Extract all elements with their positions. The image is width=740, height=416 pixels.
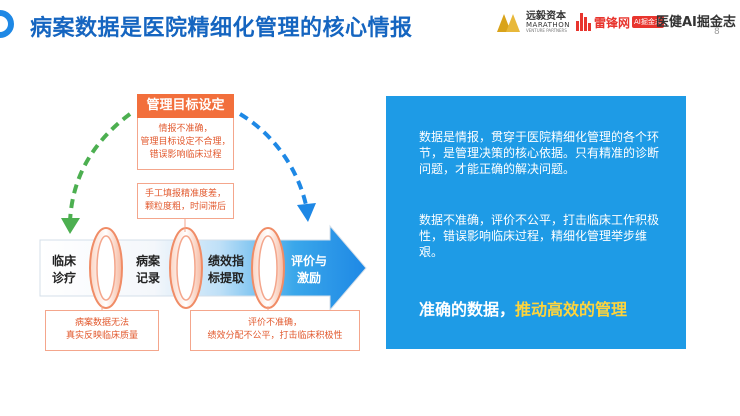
goal-note-line: 管理目标设定不合理， bbox=[140, 137, 231, 147]
page-number: 8 bbox=[714, 27, 720, 37]
panel-paragraph-1: 数据是情报，贯穿于医院精细化管理的各个环节，是管理决策的核心依据。只有精准的诊断… bbox=[419, 130, 660, 176]
goal-note-line: 情报不准确， bbox=[158, 124, 213, 134]
leifeng-logo-cn: 雷锋网 bbox=[594, 15, 631, 30]
marathon-logo-cn: 远毅资本 bbox=[526, 10, 566, 22]
ring-2 bbox=[169, 227, 203, 309]
step-indicator-extraction: 绩效指 标提取 bbox=[198, 253, 254, 287]
bottom-right-note: 评价不准确， 绩效分配不公平，打击临床积极性 bbox=[190, 310, 360, 351]
step-medical-record: 病案 记录 bbox=[128, 253, 168, 287]
step-evaluation-incentive: 评价与 激励 bbox=[286, 253, 332, 287]
marathon-logo-sub: VENTURE PARTNERS bbox=[526, 27, 567, 33]
panel-paragraph-2: 数据不准确，评价不公平，打击临床工作积极性，错误影响临床过程，精细化管理举步维艰… bbox=[419, 213, 660, 259]
marathon-logo-icon bbox=[497, 12, 523, 32]
goal-setting-label: 管理目标设定 bbox=[137, 94, 234, 118]
ring-1 bbox=[89, 227, 123, 309]
leifeng-logo: 雷锋网 AI掘金志 bbox=[576, 11, 664, 33]
record-note: 手工填报精准度差， 颗粒度粗，时间滞后 bbox=[137, 183, 234, 219]
slogan-part-2: 推动高效的管理 bbox=[515, 300, 628, 319]
marathon-logo-en: MARATHON bbox=[526, 20, 570, 29]
header-circle-mark bbox=[0, 10, 14, 38]
step-label-line: 绩效指 bbox=[207, 254, 244, 268]
record-note-line: 手工填报精准度差， bbox=[144, 189, 226, 199]
step-label-line: 诊疗 bbox=[51, 271, 76, 285]
step-label-line: 记录 bbox=[135, 271, 160, 285]
step-label-line: 标提取 bbox=[207, 271, 244, 285]
bottom-left-note-line: 真实反映临床质量 bbox=[65, 331, 138, 341]
record-note-line: 颗粒度粗，时间滞后 bbox=[144, 202, 226, 212]
arc-blue-arrowhead bbox=[297, 203, 316, 222]
bottom-right-note-line: 评价不准确， bbox=[247, 318, 302, 328]
info-panel bbox=[386, 96, 686, 349]
feedback-arc-blue bbox=[238, 112, 308, 206]
leifeng-logo-tag: AI掘金志 bbox=[632, 16, 664, 28]
goal-note: 情报不准确， 管理目标设定不合理， 错误影响临床过程 bbox=[137, 118, 234, 170]
step-label-line: 病案 bbox=[135, 254, 160, 268]
bottom-left-note-line: 病案数据无法 bbox=[74, 318, 129, 328]
step-label-line: 激励 bbox=[296, 271, 321, 285]
step-clinical-diagnosis: 临床 诊疗 bbox=[44, 253, 84, 287]
step-label-line: 评价与 bbox=[290, 254, 327, 268]
arc-green-arrowhead bbox=[61, 218, 80, 234]
page-title: 病案数据是医院精细化管理的核心情报 bbox=[30, 16, 413, 41]
leifeng-logo-icon bbox=[576, 13, 592, 31]
panel-slogan: 准确的数据，推动高效的管理 bbox=[419, 296, 681, 320]
bottom-left-note: 病案数据无法 真实反映临床质量 bbox=[45, 310, 159, 351]
slogan-part-1: 准确的数据， bbox=[419, 300, 516, 319]
yijian-logo: 医健AI掘金志 bbox=[656, 15, 736, 30]
step-label-line: 临床 bbox=[51, 254, 76, 268]
goal-note-line: 错误影响临床过程 bbox=[149, 150, 222, 160]
bottom-right-note-line: 绩效分配不公平，打击临床积极性 bbox=[207, 331, 343, 341]
marathon-logo: 远毅资本 MARATHON VENTURE PARTNERS bbox=[497, 8, 570, 36]
feedback-arc-green bbox=[68, 112, 132, 223]
ring-3 bbox=[251, 227, 285, 309]
